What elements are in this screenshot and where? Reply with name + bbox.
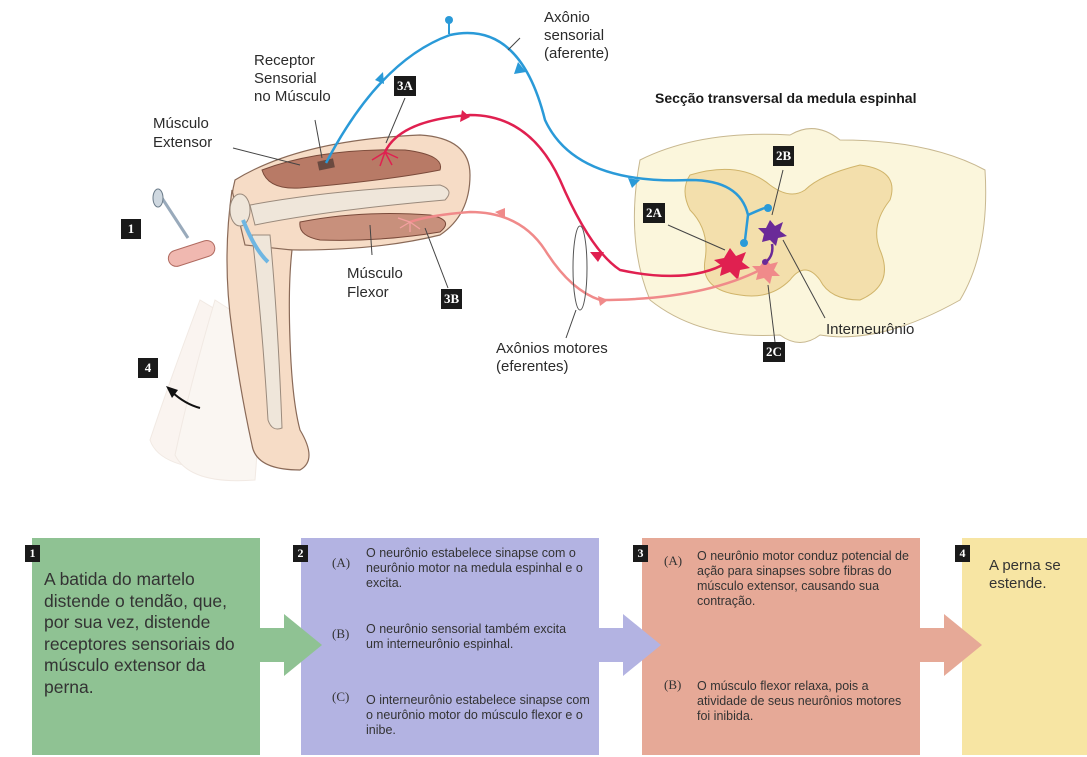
leg <box>227 135 470 470</box>
arrow-2-3 <box>597 614 661 676</box>
badge-2a: 2A <box>643 203 665 223</box>
step-2b-text: O neurônio sensorial também excita um in… <box>366 622 586 652</box>
label-musculo-extensor: Músculo Extensor <box>153 114 212 152</box>
badge-2c: 2C <box>763 342 785 362</box>
sensory-cell-body <box>445 16 453 24</box>
step-4-badge: 4 <box>955 545 970 562</box>
badge-3a: 3A <box>394 76 416 96</box>
step-1-badge: 1 <box>25 545 40 562</box>
step-2a-key: (A) <box>332 555 350 571</box>
label-receptor: Receptor Sensorial no Músculo <box>254 52 331 106</box>
reflex-hammer <box>153 189 217 268</box>
step-2b-key: (B) <box>332 626 349 642</box>
step-3b-key: (B) <box>664 677 681 693</box>
badge-1: 1 <box>121 219 141 239</box>
step-3a-key: (A) <box>664 553 682 569</box>
label-axonio-sensorial: Axônio sensorial (aferente) <box>544 9 609 63</box>
step-1-text: A batida do martelo distende o tendão, q… <box>44 569 254 698</box>
badge-2b: 2B <box>773 146 794 166</box>
label-interneuronio: Interneurônio <box>826 321 914 339</box>
step-2-badge: 2 <box>293 545 308 562</box>
spinal-cord-section <box>634 129 985 343</box>
step-2c-text: O interneurônio estabelece sinapse com o… <box>366 693 594 738</box>
badge-3b: 3B <box>441 289 462 309</box>
reflex-diagram <box>0 0 1087 530</box>
step-3-badge: 3 <box>633 545 648 562</box>
step-2a-text: O neurônio estabelece sinapse com o neur… <box>366 546 594 591</box>
badge-4: 4 <box>138 358 158 378</box>
label-axonios-motores: Axônios motores (eferentes) <box>496 340 608 376</box>
step-3a-text: O neurônio motor conduz potencial de açã… <box>697 549 912 609</box>
diagram-title: Secção transversal da medula espinhal <box>655 90 916 106</box>
step-3b-text: O músculo flexor relaxa, pois a atividad… <box>697 679 912 724</box>
arrow-1-2 <box>258 614 322 676</box>
step-4-text: A perna se estende. <box>989 557 1079 593</box>
arrow-3-4 <box>918 614 982 676</box>
label-musculo-flexor: Músculo Flexor <box>347 264 403 302</box>
motor-axon-bundle-marker <box>573 226 587 310</box>
step-2c-key: (C) <box>332 689 349 705</box>
